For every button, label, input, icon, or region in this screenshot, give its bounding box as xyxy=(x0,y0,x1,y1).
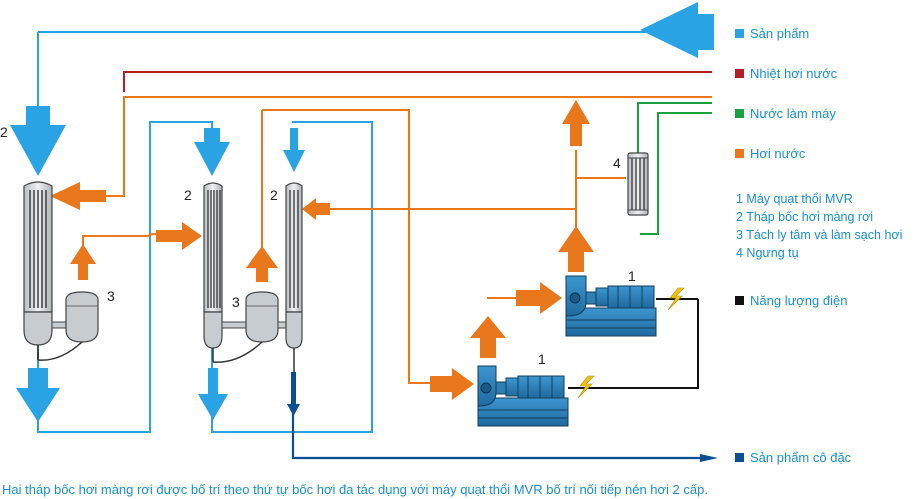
label-separator-2: 3 xyxy=(232,294,240,310)
legend-label-energy: Năng lượng điện xyxy=(750,293,847,308)
legend-label-cooling: Nước làm máy xyxy=(750,106,836,121)
legend-swatch-heating xyxy=(735,69,744,78)
note-3: 3 Tách ly tâm và làm sạch hơi xyxy=(736,228,902,242)
mvr-fan-2 xyxy=(565,275,657,337)
product-out-arrow-1 xyxy=(16,368,60,422)
label-separator-1: 3 xyxy=(107,288,115,304)
note-2: 2 Tháp bốc hơi màng rơi xyxy=(736,210,873,224)
separator-2 xyxy=(212,291,287,363)
label-fan-2: 1 xyxy=(628,268,636,284)
steam-arrow-into-fan1 xyxy=(430,368,474,400)
steam-arrow-to-evap1 xyxy=(50,182,106,210)
steam-arrow-separator2-up xyxy=(246,246,278,282)
product-out-arrow-2 xyxy=(198,368,228,420)
legend-label-concentrate: Sản phẩm cô đặc xyxy=(750,450,852,465)
concentrate-legend: Sản phẩm cô đặc xyxy=(735,450,852,465)
legend-swatch-concentrate xyxy=(735,453,744,462)
energy-legend: Năng lượng điện xyxy=(735,293,847,308)
steam-arrow-separator-up xyxy=(70,244,96,280)
product-feed-arrow-1 xyxy=(10,106,66,176)
lightning-icon xyxy=(667,287,685,311)
steam-arrow-fan2-up xyxy=(558,226,594,272)
label-evaporator-2: 2 xyxy=(184,187,192,203)
mvr-fan-1 xyxy=(477,365,569,427)
falling-film-evaporator-3 xyxy=(285,182,303,372)
label-evaporator-3: 2 xyxy=(270,187,278,203)
lightning-icon xyxy=(577,375,595,399)
note-4: 4 Ngưng tụ xyxy=(736,246,799,260)
label-evaporator-1: 2 xyxy=(0,124,8,140)
figure-caption: Hai tháp bốc hơi màng rơi được bố trí th… xyxy=(2,482,708,497)
legend-swatch-cooling xyxy=(735,109,744,118)
steam-arrow-to-evap2 xyxy=(156,222,202,250)
steam-lines xyxy=(80,96,712,384)
steam-arrow-top-up xyxy=(562,100,590,146)
separator-1 xyxy=(37,291,99,361)
legend-swatch-product xyxy=(735,29,744,38)
falling-film-evaporator-2 xyxy=(203,182,223,362)
legend-label-heating: Nhiệt hơi nước xyxy=(750,66,838,81)
note-1: 1 Máy quạt thổi MVR xyxy=(736,192,853,206)
product-inlet-arrow xyxy=(640,2,714,58)
concentrate-out-arrow xyxy=(287,372,300,416)
legend-label-product: Sản phẩm xyxy=(750,26,809,41)
concentrate-end-arrow xyxy=(700,454,718,462)
product-feed-arrow-2 xyxy=(194,128,230,176)
component-notes: 1 Máy quạt thổi MVR 2 Tháp bốc hơi màng … xyxy=(736,192,902,260)
condenser xyxy=(627,152,649,216)
product-lines xyxy=(37,31,650,433)
product-feed-arrow-3 xyxy=(283,128,305,172)
label-fan-1: 1 xyxy=(538,351,546,367)
falling-film-evaporator-1 xyxy=(23,181,53,360)
component-numbers: 1 1 2 2 2 3 3 4 xyxy=(0,124,636,367)
legend-swatch-steam xyxy=(735,149,744,158)
steam-arrow-fan1-up xyxy=(470,316,506,358)
label-condenser: 4 xyxy=(613,155,621,171)
flow-arrows xyxy=(10,2,718,462)
cooling-water-lines xyxy=(637,102,712,235)
steam-arrow-into-fan2 xyxy=(516,282,562,314)
legend: Sản phẩm Nhiệt hơi nước Nước làm máy Hơi… xyxy=(735,26,838,161)
legend-label-steam: Hơi nước xyxy=(750,146,806,161)
steam-arrow-to-evap3 xyxy=(302,198,330,220)
legend-swatch-energy xyxy=(735,296,744,305)
heating-steam-line xyxy=(123,71,712,92)
